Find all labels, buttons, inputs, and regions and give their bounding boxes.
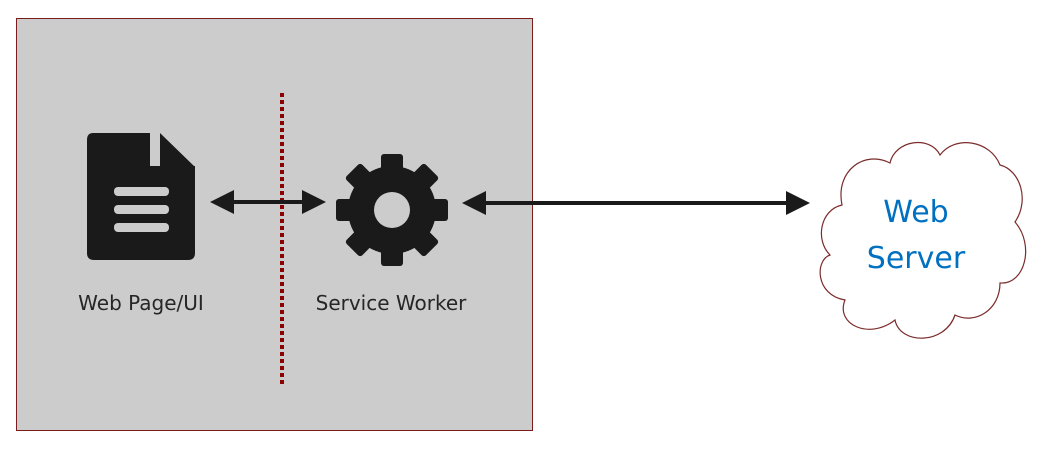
cloud-icon <box>819 141 1027 339</box>
gear-icon <box>336 154 448 266</box>
server-label-line2: Server <box>867 241 966 276</box>
service-worker-label: Service Worker <box>316 291 468 315</box>
server-label-line1: Web <box>883 195 948 230</box>
document-icon <box>87 133 195 260</box>
web-page-label: Web Page/UI <box>78 291 204 315</box>
